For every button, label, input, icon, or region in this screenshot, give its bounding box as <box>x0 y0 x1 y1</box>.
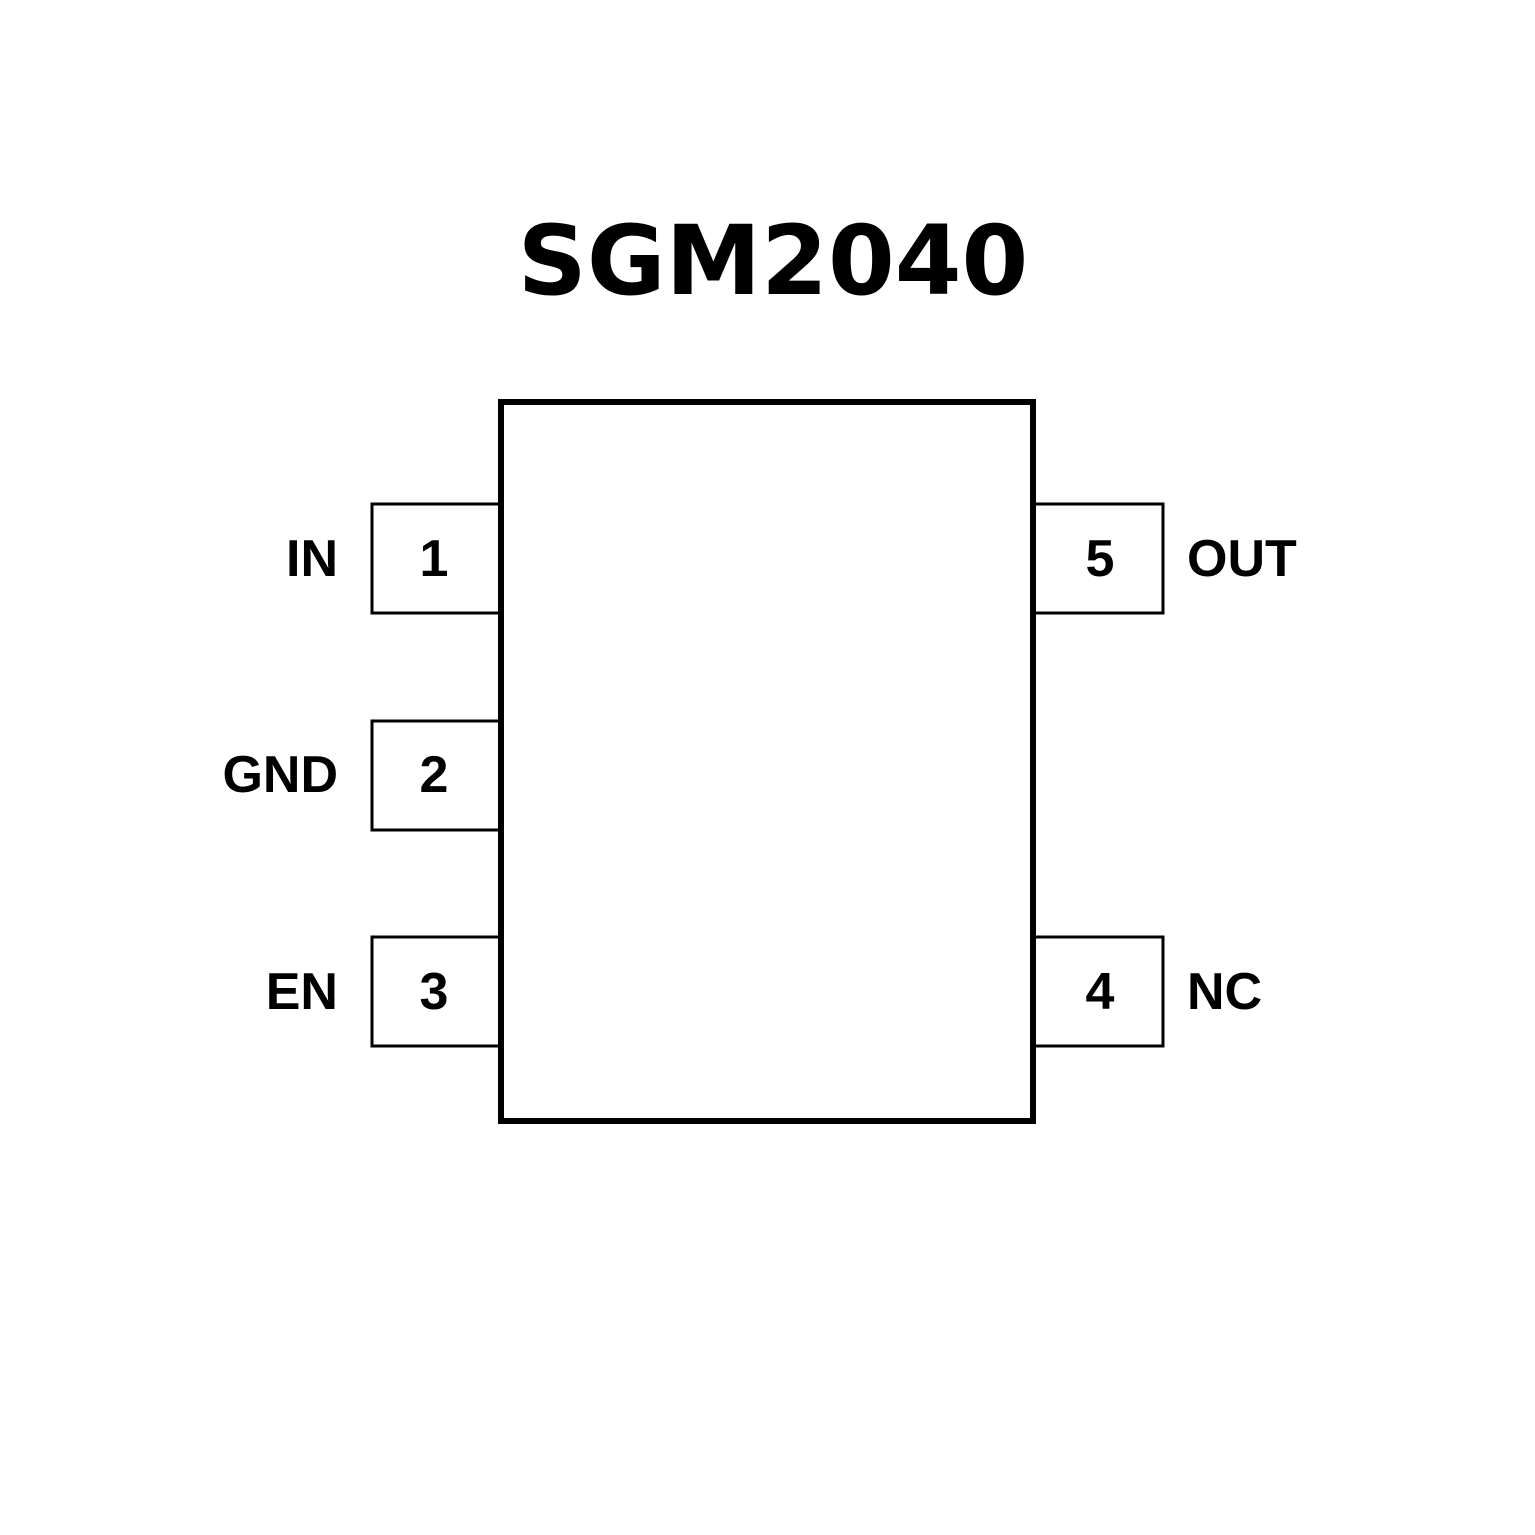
pin-4-name: NC <box>1187 963 1262 1021</box>
pin-5-name: OUT <box>1187 530 1297 588</box>
pin-1-name: IN <box>286 530 338 588</box>
pin-4-pad <box>1036 935 1165 1048</box>
pin-5: 5 OUT <box>1036 502 1297 615</box>
pin-3: 3 EN <box>266 935 498 1048</box>
pin-4: 4 NC <box>1036 935 1262 1048</box>
pin-3-name: EN <box>266 963 338 1021</box>
pin-2: 2 GND <box>222 719 498 832</box>
pin-1-number: 1 <box>420 530 449 588</box>
pin-3-pad <box>370 935 498 1048</box>
chip-title: SGM2040 <box>518 205 1029 317</box>
pin-2-number: 2 <box>420 746 449 804</box>
pin-2-pad <box>370 719 498 832</box>
chip-body <box>498 399 1036 1124</box>
pin-1-pad <box>370 502 498 615</box>
pin-2-name: GND <box>222 746 338 804</box>
pin-3-number: 3 <box>420 963 449 1021</box>
pin-5-pad <box>1036 502 1165 615</box>
pin-5-number: 5 <box>1086 530 1115 588</box>
pin-4-number: 4 <box>1086 963 1115 1021</box>
pin-1: 1 IN <box>286 502 498 615</box>
